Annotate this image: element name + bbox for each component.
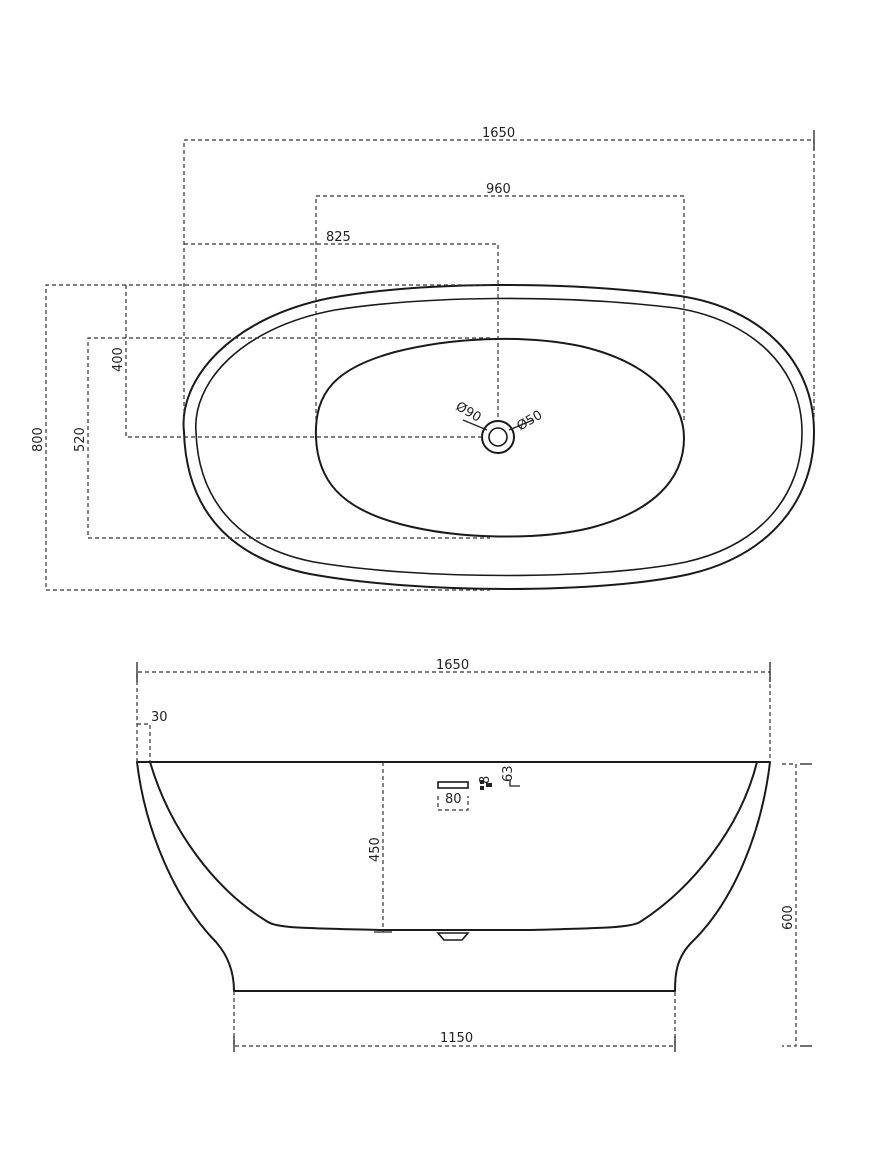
dim-rim-thickness [137,723,151,762]
basin-length-label: 960 [486,182,511,197]
overflow-offset-label: 63 [501,765,516,782]
rim-thickness-label: 30 [151,710,168,725]
dim-overflow-width [437,796,469,811]
overall-length-top-label: 1650 [482,126,515,141]
dim-drain-offset-y [125,285,482,438]
overall-height-label: 600 [781,905,796,930]
dim-drain-offset-x [184,243,499,420]
side-drain-cap [436,932,470,941]
dim-overall-width-top [45,284,490,591]
dim-basin-width [87,337,490,539]
side-inner-basin-outline [149,761,758,931]
drain-offset-y-label: 400 [111,347,126,372]
drain-offset-x-label: 825 [326,230,351,245]
dim-base-length [233,991,676,1047]
overflow-height-label: 8 [478,776,493,784]
overflow-slot [437,781,469,789]
base-length-label: 1150 [440,1031,473,1046]
drain-inner-circle [488,427,508,447]
side-outer-outline [136,761,771,992]
dim-basin-length [315,195,685,420]
inner-depth-label: 450 [368,837,383,862]
overall-length-side-label: 1650 [436,658,469,673]
basin-width-label: 520 [73,427,88,452]
drain-leader-right [508,419,534,431]
drain-leader-left [462,419,488,431]
drain-outer-circle [481,420,515,454]
drain-inner-diameter-label: Ø50 [515,408,546,434]
top-inner-rim-outline [195,297,803,577]
top-outer-outline [182,283,815,590]
top-view: Ø90 Ø50 1650 960 825 800 520 400 [31,126,815,591]
dim-overall-length-top [183,139,815,420]
dim-overall-length-side [136,671,771,762]
overall-width-top-label: 800 [31,427,46,452]
overflow-width-label: 80 [445,792,462,807]
top-basin-outline [314,337,685,538]
side-view: 8 63 80 1650 30 450 600 1150 [136,658,812,1052]
dim-overall-height [782,763,797,1047]
